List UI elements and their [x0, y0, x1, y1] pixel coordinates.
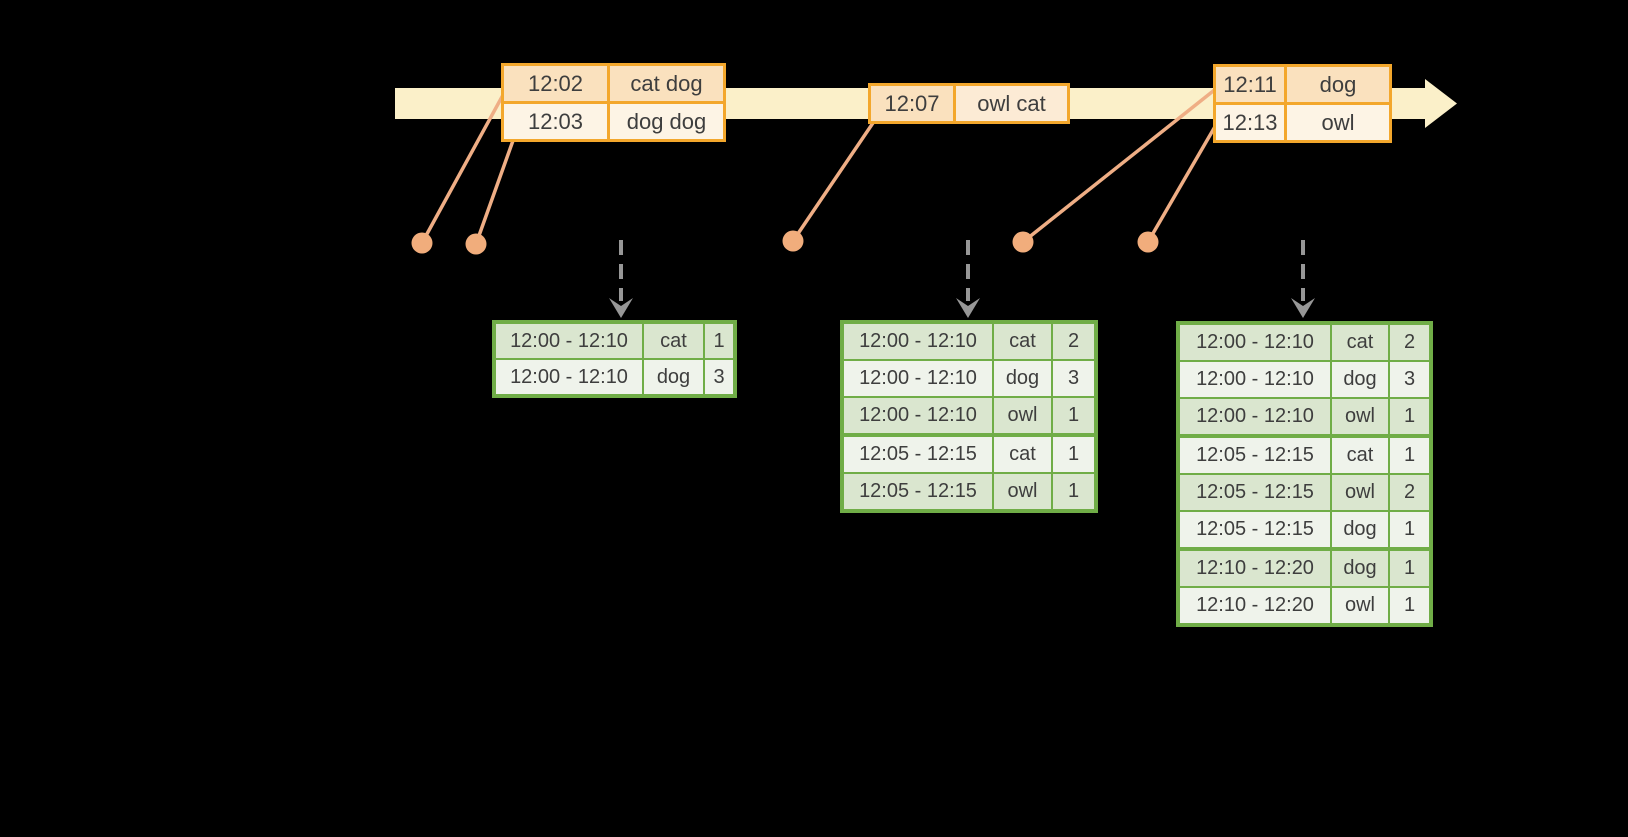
word-cell: owl [1332, 588, 1388, 623]
trigger-arrowhead-1-icon [609, 298, 633, 318]
result-row: 12:00 - 12:10 dog 3 [844, 361, 1094, 396]
event-words-cell: owl cat [956, 86, 1067, 121]
count-cell: 3 [705, 360, 733, 394]
count-cell: 1 [1390, 399, 1429, 434]
connector-line-1203 [474, 134, 517, 245]
event-dots [411, 230, 1159, 255]
result-row: 12:10 - 12:20 owl 1 [1180, 588, 1429, 623]
trigger-arrows [609, 240, 1315, 318]
event-dot-1202 [411, 232, 433, 254]
event-dot-1207 [782, 230, 804, 252]
word-cell: cat [994, 437, 1051, 472]
window-cell: 12:00 - 12:10 [844, 398, 992, 433]
connector-line-1211 [1021, 82, 1224, 244]
connector-line-1202 [420, 83, 511, 244]
word-cell: dog [1332, 512, 1388, 547]
word-cell: dog [994, 361, 1051, 396]
event-time-cell: 12:02 [504, 66, 607, 101]
window-cell: 12:05 - 12:15 [844, 437, 992, 472]
word-cell: cat [644, 324, 703, 358]
event-row: 12:02 cat dog [504, 66, 723, 101]
count-cell: 1 [1053, 437, 1094, 472]
event-time-cell: 12:03 [504, 104, 607, 139]
window-cell: 12:00 - 12:10 [844, 324, 992, 359]
result-row: 12:05 - 12:15 cat 1 [844, 437, 1094, 472]
window-cell: 12:00 - 12:10 [1180, 399, 1330, 434]
event-time-cell: 12:07 [871, 86, 953, 121]
result-table-2: 12:00 - 12:10 cat 2 12:00 - 12:10 dog 3 … [840, 320, 1098, 513]
event-time-cell: 12:13 [1216, 105, 1284, 140]
window-cell: 12:05 - 12:15 [1180, 475, 1330, 510]
window-cell: 12:05 - 12:15 [1180, 512, 1330, 547]
window-cell: 12:10 - 12:20 [1180, 551, 1330, 586]
event-words-cell: dog [1287, 67, 1389, 102]
event-table-1207: 12:07 owl cat [868, 83, 1070, 124]
window-cell: 12:00 - 12:10 [1180, 325, 1330, 360]
count-cell: 3 [1390, 362, 1429, 397]
word-cell: dog [644, 360, 703, 394]
word-cell: owl [1332, 475, 1388, 510]
count-cell: 1 [1053, 474, 1094, 509]
event-connector-lines [420, 82, 1224, 245]
count-cell: 3 [1053, 361, 1094, 396]
result-row: 12:00 - 12:10 dog 3 [496, 360, 733, 394]
result-row: 12:05 - 12:15 owl 1 [844, 474, 1094, 509]
event-table-1211-1213: 12:11 dog 12:13 owl [1213, 64, 1392, 143]
event-row: 12:13 owl [1216, 105, 1389, 140]
count-cell: 1 [1390, 512, 1429, 547]
event-dot-1213 [1137, 231, 1159, 253]
word-cell: cat [994, 324, 1051, 359]
result-row: 12:05 - 12:15 cat 1 [1180, 438, 1429, 473]
timeline-arrowhead-icon [1425, 79, 1457, 128]
result-table-3: 12:00 - 12:10 cat 2 12:00 - 12:10 dog 3 … [1176, 321, 1433, 627]
word-cell: dog [1332, 551, 1388, 586]
window-cell: 12:05 - 12:15 [844, 474, 992, 509]
result-row: 12:05 - 12:15 dog 1 [1180, 512, 1429, 547]
count-cell: 1 [1390, 588, 1429, 623]
result-row: 12:00 - 12:10 dog 3 [1180, 362, 1429, 397]
result-table-1: 12:00 - 12:10 cat 1 12:00 - 12:10 dog 3 [492, 320, 737, 398]
count-cell: 2 [1390, 325, 1429, 360]
connector-line-1207 [791, 116, 879, 242]
window-cell: 12:00 - 12:10 [496, 360, 642, 394]
word-cell: owl [994, 474, 1051, 509]
word-cell: cat [1332, 438, 1388, 473]
event-row: 12:11 dog [1216, 67, 1389, 102]
result-row: 12:05 - 12:15 owl 2 [1180, 475, 1429, 510]
connector-line-1213 [1146, 117, 1222, 243]
word-cell: owl [994, 398, 1051, 433]
event-row: 12:07 owl cat [871, 86, 1067, 121]
count-cell: 1 [1053, 398, 1094, 433]
window-cell: 12:00 - 12:10 [496, 324, 642, 358]
window-cell: 12:05 - 12:15 [1180, 438, 1330, 473]
count-cell: 1 [1390, 438, 1429, 473]
result-row: 12:00 - 12:10 owl 1 [844, 398, 1094, 433]
event-time-cell: 12:11 [1216, 67, 1284, 102]
result-row: 12:00 - 12:10 cat 2 [844, 324, 1094, 359]
event-words-cell: owl [1287, 105, 1389, 140]
window-cell: 12:10 - 12:20 [1180, 588, 1330, 623]
count-cell: 1 [705, 324, 733, 358]
word-cell: owl [1332, 399, 1388, 434]
event-words-cell: dog dog [610, 104, 723, 139]
window-cell: 12:00 - 12:10 [844, 361, 992, 396]
count-cell: 2 [1053, 324, 1094, 359]
trigger-arrowhead-3-icon [1291, 298, 1315, 318]
result-row: 12:10 - 12:20 dog 1 [1180, 551, 1429, 586]
event-row: 12:03 dog dog [504, 104, 723, 139]
window-cell: 12:00 - 12:10 [1180, 362, 1330, 397]
count-cell: 2 [1390, 475, 1429, 510]
word-cell: dog [1332, 362, 1388, 397]
result-row: 12:00 - 12:10 owl 1 [1180, 399, 1429, 434]
result-row: 12:00 - 12:10 cat 2 [1180, 325, 1429, 360]
result-row: 12:00 - 12:10 cat 1 [496, 324, 733, 358]
event-words-cell: cat dog [610, 66, 723, 101]
event-dot-1203 [465, 233, 487, 255]
count-cell: 1 [1390, 551, 1429, 586]
word-cell: cat [1332, 325, 1388, 360]
trigger-arrowhead-2-icon [956, 298, 980, 318]
event-dot-1211 [1012, 231, 1034, 253]
event-table-1202-1203: 12:02 cat dog 12:03 dog dog [501, 63, 726, 142]
